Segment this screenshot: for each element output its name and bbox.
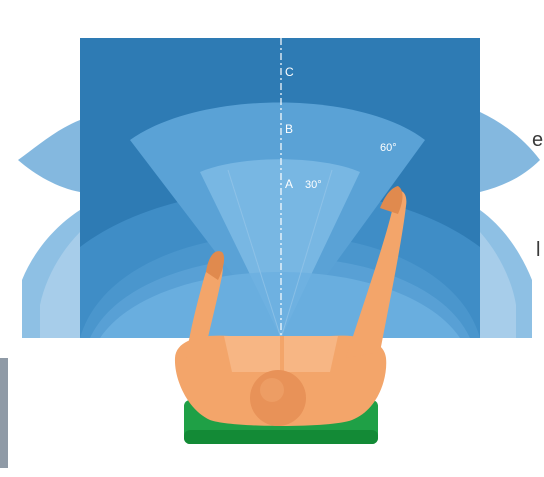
- sector-line-left: [227, 169, 282, 338]
- cropped-side-text-1: e: [532, 129, 544, 151]
- cropped-side-text-2: l: [536, 239, 541, 261]
- person-left-hand: [206, 251, 225, 280]
- zone-label-b: B: [285, 122, 293, 136]
- zone-a-sector: [200, 159, 360, 338]
- person-right-arm: [346, 190, 407, 358]
- right-wing-lower-inner: [480, 232, 516, 338]
- angle-label-30: 30°: [305, 179, 322, 191]
- cropped-photo-strip: [0, 358, 8, 468]
- left-wing-upper: [18, 120, 80, 192]
- sector-line-right: [280, 169, 333, 338]
- angle-label-60: 60°: [380, 142, 397, 154]
- person-torso-shadow: [224, 336, 280, 372]
- left-wing-lower-inner: [40, 232, 80, 338]
- zone-label-a: A: [285, 177, 293, 191]
- person-left-arm: [186, 252, 223, 358]
- right-wing-upper: [480, 112, 540, 192]
- zone-label-c: C: [285, 65, 294, 79]
- person-head-highlight: [260, 378, 284, 402]
- person-torso-shadow-right: [284, 336, 338, 372]
- chair-seat-shadow: [184, 430, 378, 444]
- person-right-hand: [380, 186, 403, 214]
